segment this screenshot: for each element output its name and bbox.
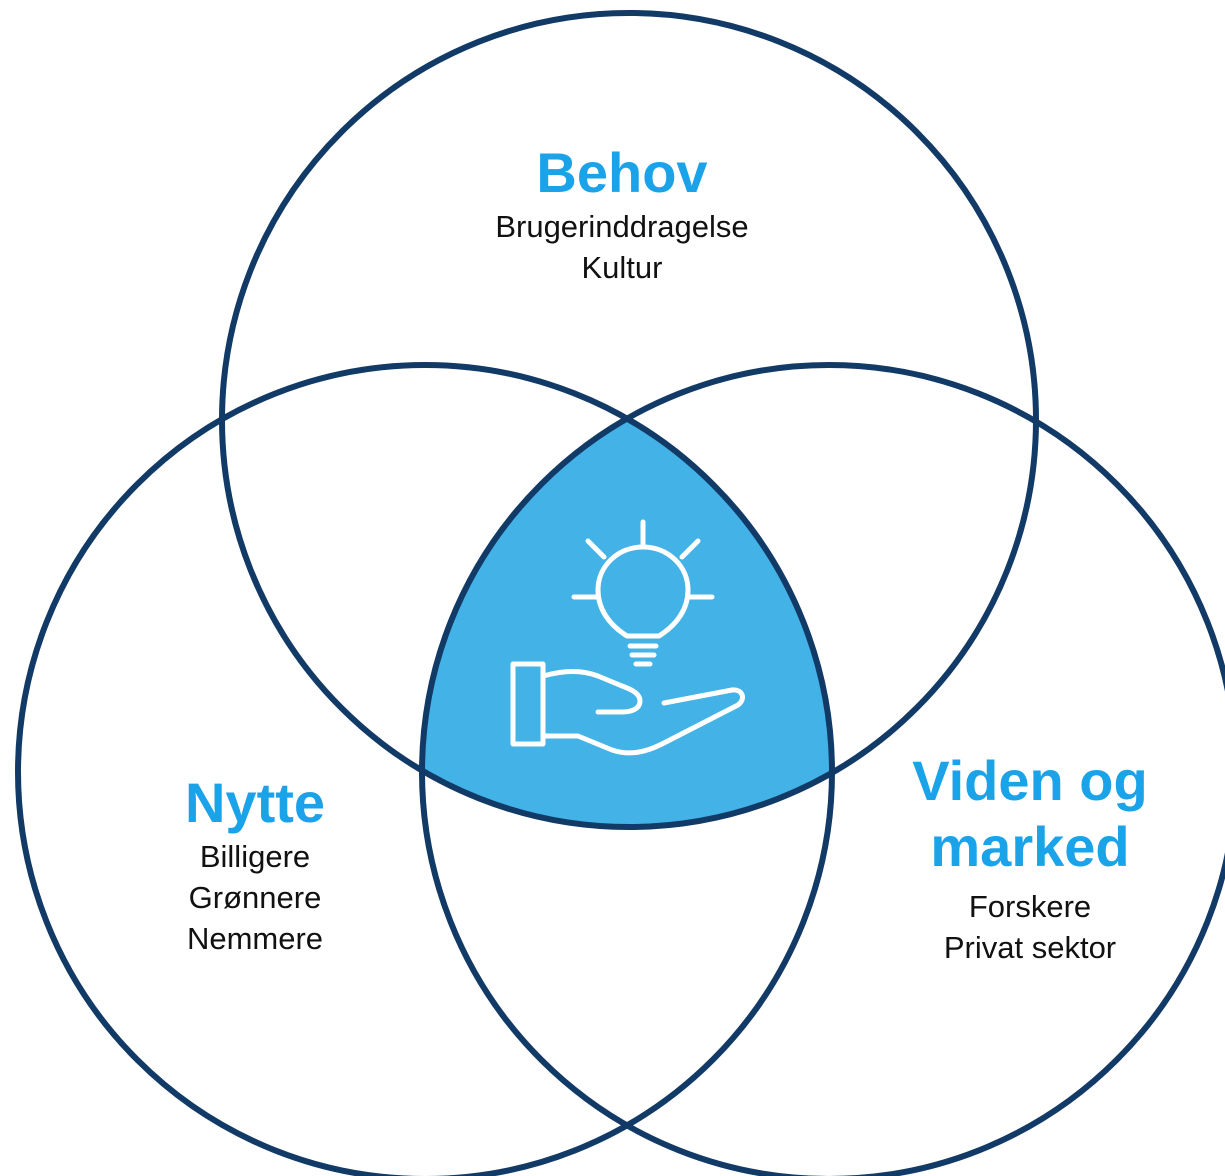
behov-label-group: Behov Brugerinddragelse Kultur <box>412 140 832 288</box>
viden-title-line-1: Viden og <box>912 749 1148 812</box>
viden-item-2: Privat sektor <box>943 930 1117 965</box>
viden-label-group: Viden og marked Forskere Privat sektor <box>860 748 1200 968</box>
circle-nytte <box>15 362 835 1176</box>
viden-title-line-2: marked <box>930 815 1130 878</box>
behov-item-1: Brugerinddragelse <box>495 209 749 244</box>
behov-title: Behov <box>536 141 708 204</box>
nytte-item-1: Billigere <box>199 839 311 874</box>
circle-viden <box>419 362 1225 1176</box>
nytte-item-3: Nemmere <box>186 921 324 956</box>
nytte-item-2: Grønnere <box>188 880 322 915</box>
lightbulb-on-hand-icon <box>510 519 745 756</box>
nytte-title: Nytte <box>184 771 326 834</box>
nytte-label-group: Nytte Billigere Grønnere Nemmere <box>105 770 405 959</box>
viden-item-1: Forskere <box>968 889 1092 924</box>
behov-item-2: Kultur <box>581 250 663 285</box>
